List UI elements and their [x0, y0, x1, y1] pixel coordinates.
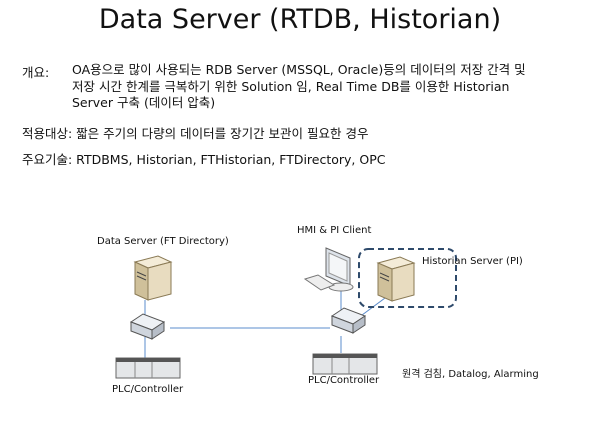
overview-line: 저장 시간 한계를 극복하기 위한 Solution 임, Real Time …: [72, 78, 510, 94]
hmi-label: HMI & PI Client: [297, 225, 372, 236]
right-switch-icon: [330, 307, 367, 334]
hmi-computer-icon: [303, 247, 354, 292]
historian-dashed-box: [358, 248, 457, 308]
plc-right-label: PLC/Controller: [308, 375, 380, 386]
overview-label: 개요:: [22, 65, 50, 80]
left-plc-icon: [115, 357, 181, 379]
right-plc-icon: [312, 353, 378, 375]
overview-line: OA용으로 많이 사용되는 RDB Server (MSSQL, Oracle)…: [72, 62, 526, 77]
historian-label: Historian Server (PI): [422, 256, 523, 267]
plc-left-label: PLC/Controller: [112, 384, 184, 395]
data-server-label: Data Server (FT Directory): [97, 236, 229, 247]
overview-line: Server 구축 (데이터 압축): [72, 95, 216, 110]
data-server-icon: [133, 255, 173, 301]
target-text: 적용대상: 짧은 주기의 다량의 데이터를 장기간 보관이 필요한 경우: [22, 126, 369, 141]
tech-text: 주요기술: RTDBMS, Historian, FTHistorian, FT…: [22, 152, 386, 167]
overview-text: OA용으로 많이 사용되는 RDB Server (MSSQL, Oracle)…: [72, 62, 592, 112]
features-label: 원격 검침, Datalog, Alarming: [402, 369, 539, 380]
page-title: Data Server (RTDB, Historian): [98, 4, 502, 35]
left-switch-icon: [129, 313, 166, 340]
historian-server-icon: [376, 256, 416, 302]
